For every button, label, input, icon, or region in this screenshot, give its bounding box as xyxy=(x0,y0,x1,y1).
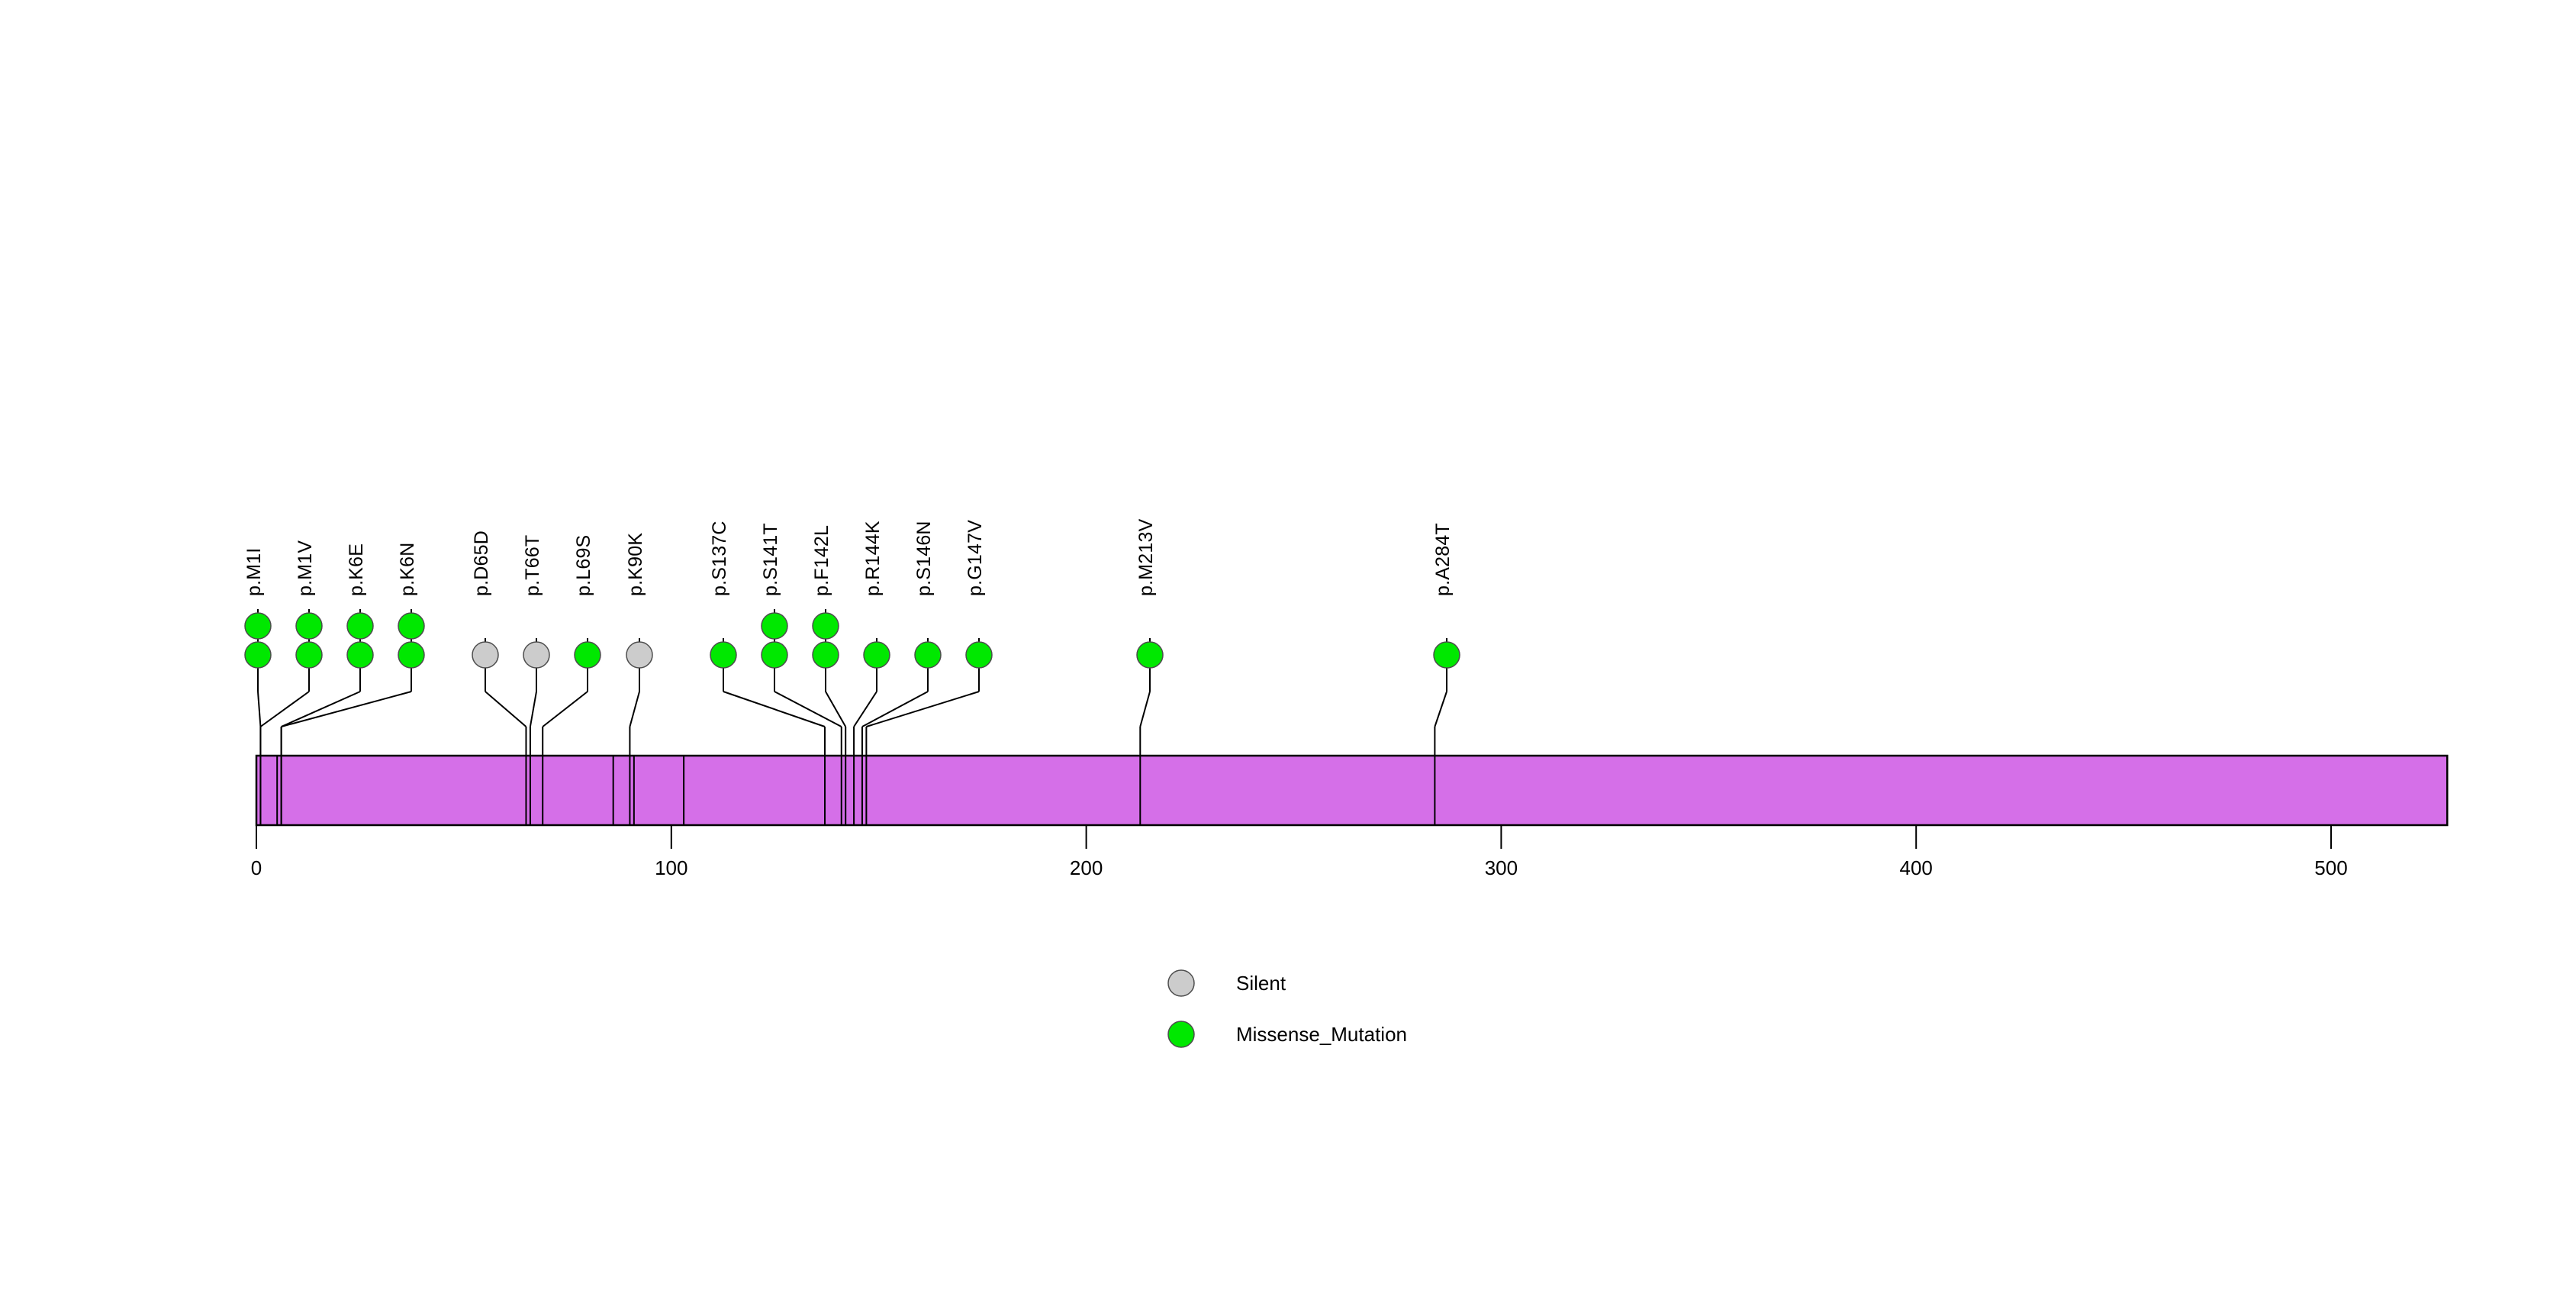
axis-tick-label: 100 xyxy=(655,856,688,879)
legend-swatch xyxy=(1167,969,1195,997)
mutation-circle[interactable] xyxy=(295,612,323,640)
mutation-marker[interactable] xyxy=(280,609,425,825)
mutation-label: p.S146N xyxy=(913,521,935,596)
mutation-label: p.S137C xyxy=(709,521,730,596)
lollipop-connector-angled xyxy=(257,691,262,727)
mutation-marker[interactable] xyxy=(710,638,826,825)
axis-tick-label: 200 xyxy=(1069,856,1103,879)
mutation-label: p.M213V xyxy=(1135,518,1157,596)
mutation-circle[interactable] xyxy=(812,641,839,669)
lollipop-connector-angled xyxy=(774,691,842,727)
mutation-marker[interactable] xyxy=(1136,638,1164,825)
lollipop-connector-angled xyxy=(281,691,361,727)
lollipop-connector-angled xyxy=(529,691,537,727)
mutation-marker[interactable] xyxy=(626,638,653,825)
mutation-circle[interactable] xyxy=(761,641,788,669)
lollipop-connector-angled xyxy=(259,691,310,727)
mutation-circle[interactable] xyxy=(244,612,272,640)
mutation-circle[interactable] xyxy=(244,641,272,669)
legend-label: Silent xyxy=(1236,972,1286,995)
mutation-marker[interactable] xyxy=(542,638,601,825)
mutation-marker[interactable] xyxy=(523,638,550,825)
mutation-marker[interactable] xyxy=(853,638,890,825)
mutation-circle[interactable] xyxy=(295,641,323,669)
lollipop-connector-angled xyxy=(1139,691,1151,727)
mutation-circle[interactable] xyxy=(761,612,788,640)
lollipop-connector-angled xyxy=(629,691,640,727)
mutation-marker[interactable] xyxy=(861,638,942,825)
mutation-circle[interactable] xyxy=(710,641,737,669)
lollipop-connector-angled xyxy=(485,691,527,727)
mutation-circle[interactable] xyxy=(812,612,839,640)
mutation-circle[interactable] xyxy=(346,612,374,640)
mutation-circle[interactable] xyxy=(1136,641,1164,669)
mutation-label: p.R144K xyxy=(862,521,884,596)
mutation-label: p.K6E xyxy=(346,543,367,596)
mutation-marker[interactable] xyxy=(1433,638,1460,825)
mutation-marker[interactable] xyxy=(812,609,847,825)
mutation-circle[interactable] xyxy=(398,641,425,669)
axis-tick-label: 0 xyxy=(250,856,262,879)
lollipop-connector-angled xyxy=(825,691,847,727)
mutation-label: p.G147V xyxy=(964,519,986,596)
mutation-marker[interactable] xyxy=(259,609,323,825)
mutation-marker[interactable] xyxy=(280,609,374,825)
mutation-label: p.M1I xyxy=(243,547,265,596)
mutation-label: p.L69S xyxy=(573,534,594,596)
legend-label: Missense_Mutation xyxy=(1236,1023,1407,1046)
mutation-circle[interactable] xyxy=(914,641,942,669)
lollipop-connector-angled xyxy=(281,691,412,727)
mutation-label: p.K6N xyxy=(397,542,418,596)
mutation-label: p.T66T xyxy=(522,534,543,596)
legend-swatch xyxy=(1167,1021,1195,1048)
lollipop-connector-angled xyxy=(1434,691,1447,727)
mutation-label: p.M1V xyxy=(295,540,316,596)
lollipop-connector-angled xyxy=(542,691,588,727)
mutation-circle[interactable] xyxy=(398,612,425,640)
mutation-circle[interactable] xyxy=(626,641,653,669)
axis-tick-label: 500 xyxy=(2314,856,2348,879)
mutation-circle[interactable] xyxy=(472,641,499,669)
mutation-label: p.D65D xyxy=(471,531,492,596)
mutation-circle[interactable] xyxy=(863,641,890,669)
lollipop-connector-angled xyxy=(853,691,877,727)
lollipop-connector-angled xyxy=(861,691,929,727)
axis-tick-label: 300 xyxy=(1484,856,1518,879)
mutation-marker[interactable] xyxy=(865,638,993,825)
lollipop-connector-angled xyxy=(723,691,826,727)
mutation-circle[interactable] xyxy=(965,641,993,669)
mutation-circle[interactable] xyxy=(1433,641,1460,669)
mutation-label: p.F142L xyxy=(811,524,832,596)
protein-track-bar xyxy=(255,754,2449,827)
mutation-label: p.A284T xyxy=(1432,523,1454,596)
mutation-marker[interactable] xyxy=(761,609,842,825)
mutation-circle[interactable] xyxy=(346,641,374,669)
lollipop-connector-angled xyxy=(866,691,980,727)
mutation-label: p.K90K xyxy=(625,532,646,596)
axis-tick-label: 400 xyxy=(1899,856,1933,879)
mutation-label: p.S141T xyxy=(760,523,781,596)
mutation-circle[interactable] xyxy=(523,641,550,669)
mutation-circle[interactable] xyxy=(574,641,601,669)
mutation-marker[interactable] xyxy=(472,638,527,825)
